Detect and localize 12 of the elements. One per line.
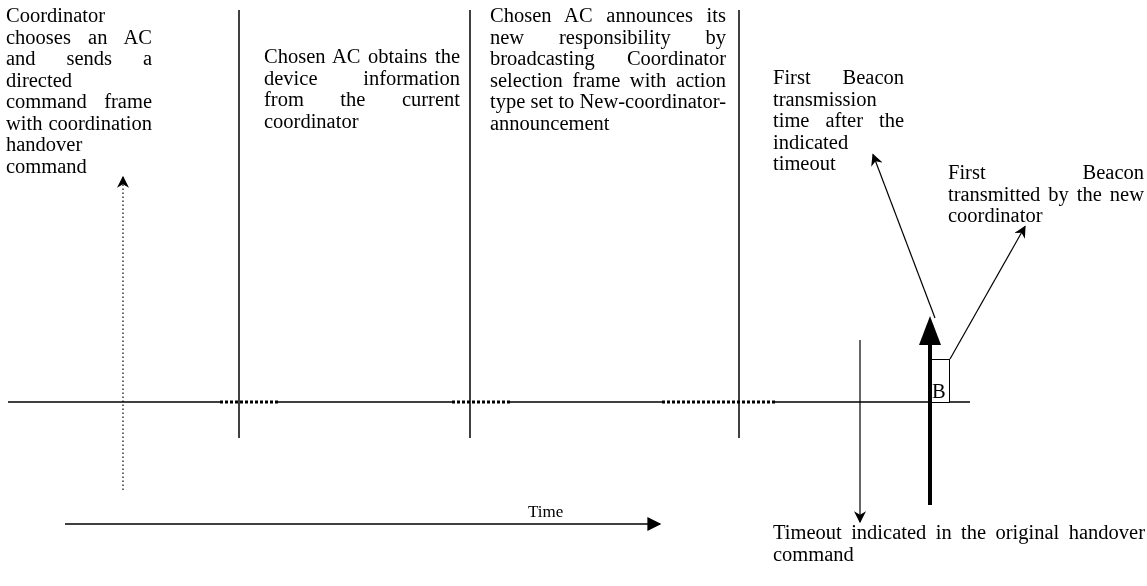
arrow	[871, 153, 936, 319]
axis-label: Time	[528, 502, 564, 521]
annotation-text: First Beacon transmission time after the indicated timeout	[773, 67, 904, 175]
step-text: Chosen AC obtains the device information from the current coordinator	[264, 46, 460, 132]
arrow	[854, 339, 866, 524]
beacon-frame-box: B	[931, 359, 950, 403]
annotation-text: Timeout indicated in the original handover command	[773, 522, 1145, 565]
annotation-text: First Beacon transmitted by the new coordinator	[948, 162, 1144, 227]
step-text: Chosen AC announces its new responsibility by broadcasting Coordinator selection frame with action type set to New-coordinator-announcement	[490, 5, 726, 134]
step-text: Coordinator chooses an AC and sends a directed command frame with coordination handover command	[6, 5, 152, 177]
leader-line	[949, 225, 1026, 360]
arrow	[117, 175, 129, 491]
